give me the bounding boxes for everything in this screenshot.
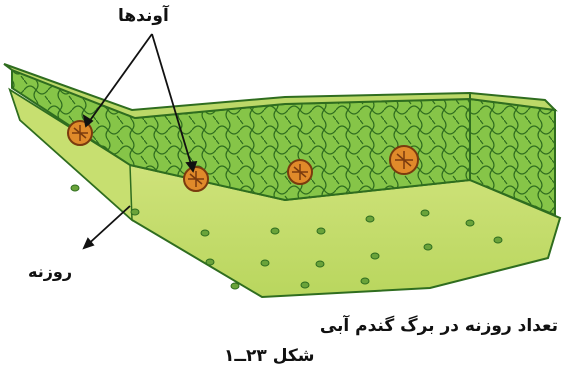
stoma	[201, 230, 209, 236]
stoma	[466, 220, 474, 226]
stoma	[361, 278, 369, 284]
figure-number: شکل ۲۳ــ۱	[224, 346, 314, 366]
stoma	[261, 260, 269, 266]
stoma	[301, 282, 309, 288]
stoma	[317, 228, 325, 234]
stoma	[424, 244, 432, 250]
vascular-bundle	[390, 146, 418, 174]
stomata-label: روزنه	[28, 262, 72, 281]
stomata-pointer-line	[84, 206, 130, 248]
vascular-bundle	[184, 167, 208, 191]
stoma	[231, 283, 239, 289]
stoma	[206, 259, 214, 265]
vascular-bundle	[288, 160, 312, 184]
stoma	[316, 261, 324, 267]
stoma	[421, 210, 429, 216]
stoma	[366, 216, 374, 222]
stoma	[131, 209, 139, 215]
stoma	[371, 253, 379, 259]
stoma	[71, 185, 79, 191]
stoma	[494, 237, 502, 243]
stoma	[271, 228, 279, 234]
figure-caption-title: تعداد روزنه در برگ گندم آبی	[320, 316, 558, 336]
vessels-label: آوندها	[118, 6, 169, 26]
